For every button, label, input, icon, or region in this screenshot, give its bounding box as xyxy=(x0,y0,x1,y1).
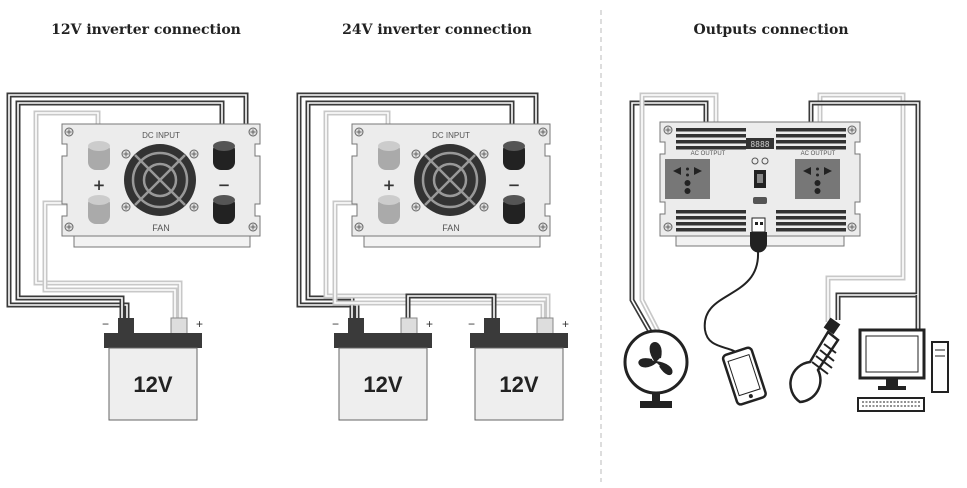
ac-socket-right xyxy=(795,159,840,199)
vent-slots xyxy=(676,128,746,150)
screw-icon xyxy=(411,149,421,159)
battery-positive-post xyxy=(400,317,418,335)
positive-sign: + xyxy=(93,176,106,194)
ac-output-label-left: AC OUTPUT xyxy=(691,151,726,157)
screw-icon xyxy=(538,127,548,137)
desktop-computer-icon xyxy=(857,328,949,412)
screw-icon xyxy=(64,127,74,137)
screw-icon xyxy=(354,222,364,232)
battery-positive-post xyxy=(536,317,554,335)
screw-icon xyxy=(847,125,857,135)
screw-icon xyxy=(663,222,673,232)
screw-icon xyxy=(121,149,131,159)
screw-icon xyxy=(248,222,258,232)
screw-icon xyxy=(411,202,421,212)
positive-terminal-bottom xyxy=(378,195,400,224)
battery-positive-post xyxy=(170,317,188,335)
battery-24v-a: − + 12V xyxy=(332,317,433,421)
battery-voltage-label: 12V xyxy=(499,372,538,397)
negative-sign: − xyxy=(218,176,231,194)
dc-inverter-24v: DC INPUT FAN + − xyxy=(351,123,551,248)
section-title-24v: 24V inverter connection xyxy=(342,22,532,38)
battery-12v: − + 12V xyxy=(102,317,203,421)
usb-port xyxy=(753,197,767,204)
battery-negative-post xyxy=(118,318,134,334)
battery-voltage-label: 12V xyxy=(133,372,172,397)
wire-pos-outer xyxy=(33,110,183,318)
smartphone-icon xyxy=(721,346,767,406)
battery-negative-sign: − xyxy=(332,317,339,331)
wire-24-pos-inner xyxy=(332,200,546,318)
display-readout: 8888 xyxy=(750,140,769,149)
ac-output-label-right: AC OUTPUT xyxy=(801,151,836,157)
ac-inverter: 8888 AC OUTPUT AC OUTPUT xyxy=(659,121,861,247)
dc-input-label: DC INPUT xyxy=(432,131,470,140)
screw-icon xyxy=(189,202,199,212)
negative-terminal-top xyxy=(503,141,525,170)
fan-label: FAN xyxy=(152,223,170,233)
wire-fan-dark xyxy=(629,100,709,337)
positive-sign: + xyxy=(383,176,396,194)
wire-neg-inner xyxy=(15,100,225,318)
ac-socket-left xyxy=(665,159,710,199)
battery-positive-sign: + xyxy=(196,317,203,331)
battery-voltage-label: 12V xyxy=(363,372,402,397)
wire-computer-dark xyxy=(808,100,921,320)
light-bulb-icon xyxy=(789,317,841,404)
screw-icon xyxy=(64,222,74,232)
vent-slots xyxy=(776,210,846,232)
fan-icon xyxy=(414,144,486,216)
usb-cable xyxy=(703,217,767,356)
vent-slots xyxy=(776,128,846,150)
negative-terminal-bottom xyxy=(213,195,235,224)
vent-slots xyxy=(676,210,746,232)
screw-icon xyxy=(189,149,199,159)
section-title-12v: 12V inverter connection xyxy=(51,22,241,38)
screw-icon xyxy=(847,222,857,232)
battery-positive-sign: + xyxy=(562,317,569,331)
fan-label: FAN xyxy=(442,223,460,233)
screw-icon xyxy=(479,149,489,159)
digital-display xyxy=(746,138,774,149)
battery-24v-b: − + 12V xyxy=(468,317,569,421)
negative-terminal-bottom xyxy=(503,195,525,224)
screw-icon xyxy=(663,125,673,135)
screw-icon xyxy=(354,127,364,137)
section-title-outputs: Outputs connection xyxy=(693,22,849,38)
screw-icon xyxy=(248,127,258,137)
dc-inverter-12v: DC INPUT FAN + − xyxy=(61,123,261,248)
fault-led xyxy=(761,157,769,165)
wire-24-pos-outer xyxy=(323,110,551,318)
power-led xyxy=(751,157,759,165)
battery-negative-sign: − xyxy=(102,317,109,331)
battery-negative-sign: − xyxy=(468,317,475,331)
screw-icon xyxy=(479,202,489,212)
screw-icon xyxy=(538,222,548,232)
dc-input-label: DC INPUT xyxy=(142,131,180,140)
positive-terminal-top xyxy=(378,141,400,170)
negative-sign: − xyxy=(508,176,521,194)
battery-negative-post xyxy=(348,318,364,334)
positive-terminal-bottom xyxy=(88,195,110,224)
wire-fan-light xyxy=(639,92,719,337)
screw-icon xyxy=(121,202,131,212)
wire-series-link xyxy=(405,293,497,318)
battery-negative-post xyxy=(484,318,500,334)
positive-terminal-top xyxy=(88,141,110,170)
negative-terminal-top xyxy=(213,141,235,170)
wire-pos-inner xyxy=(42,200,178,318)
battery-positive-sign: + xyxy=(426,317,433,331)
fan-icon xyxy=(124,144,196,216)
desk-fan-icon xyxy=(623,329,689,408)
